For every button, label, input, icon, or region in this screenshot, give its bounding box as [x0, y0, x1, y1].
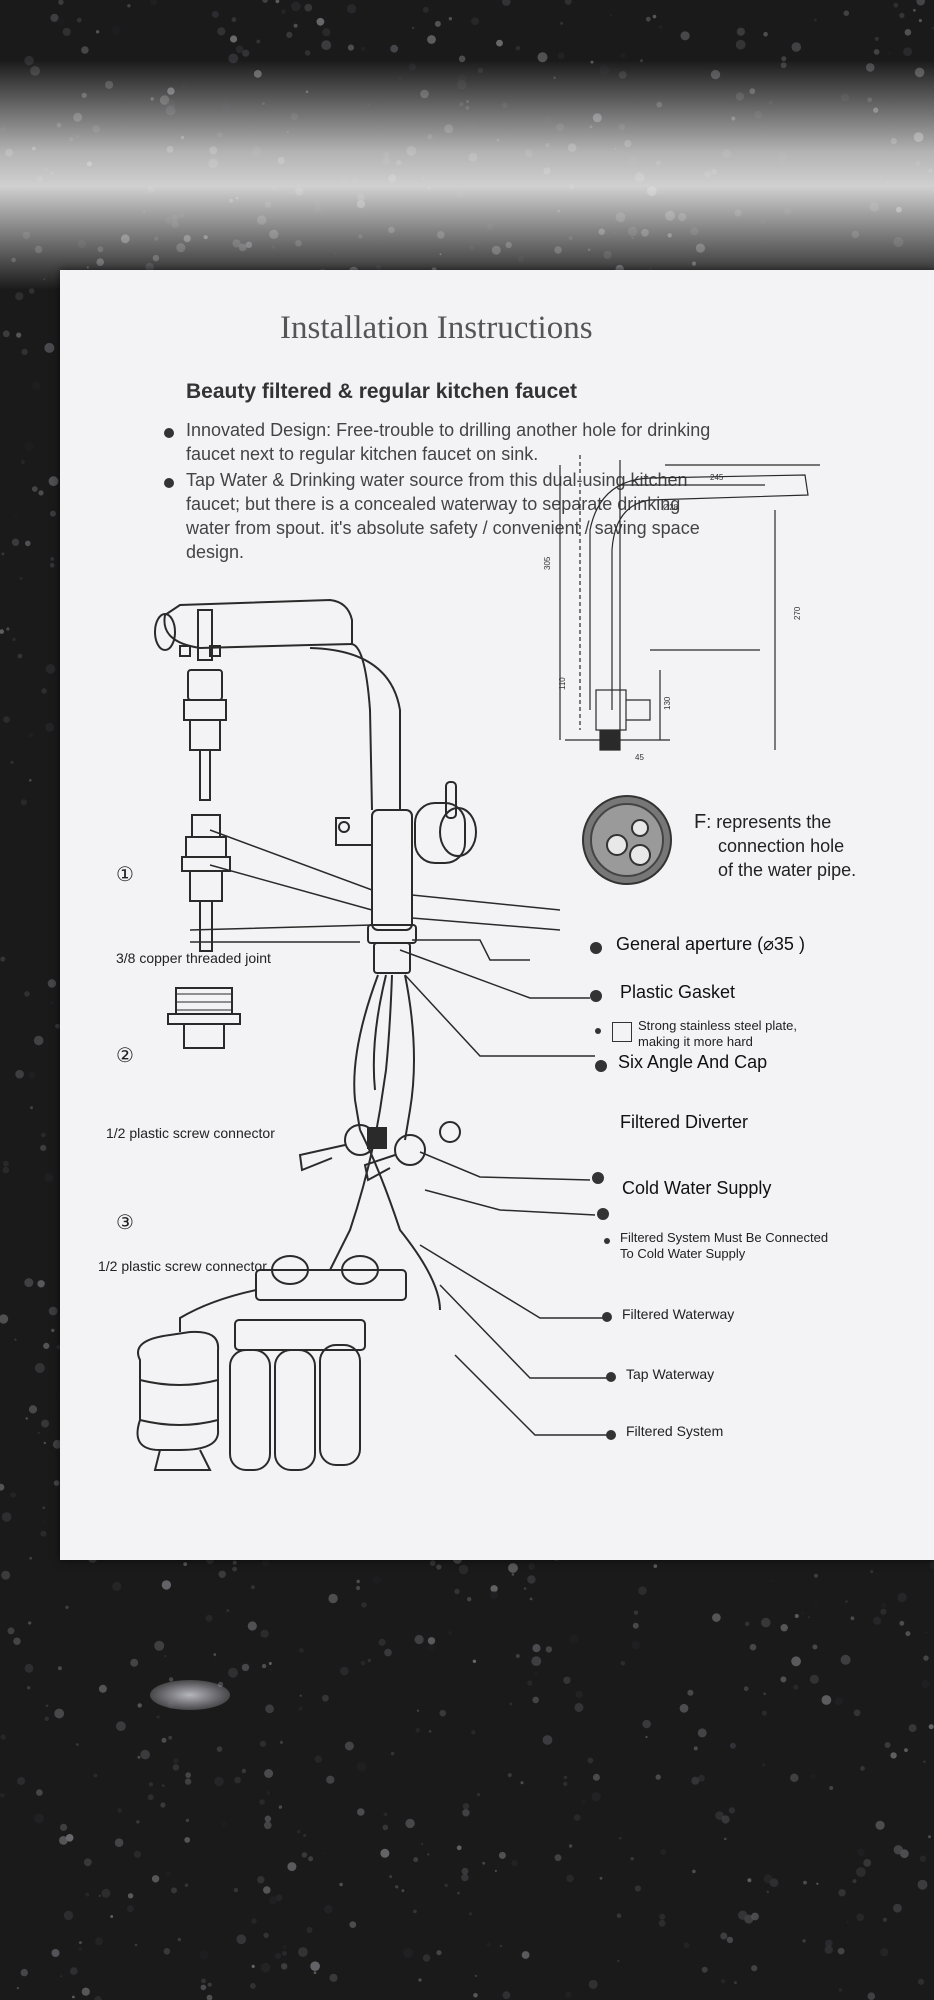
dimension-label: Ø28	[663, 503, 679, 512]
connector-2-drawing	[181, 814, 231, 952]
connector-number: ①	[116, 864, 134, 886]
bullet-item: Tap Water & Drinking water source from t…	[186, 470, 700, 562]
general-aperture-label: General aperture (⌀35 )	[616, 934, 805, 954]
connection-hole-note: F: represents the connection hole of the…	[694, 811, 857, 880]
part-dot	[604, 1238, 610, 1244]
light-glare	[0, 60, 934, 290]
product-subtitle: Beauty filtered & regular kitchen faucet	[186, 380, 577, 403]
connector-label: 1/2 plastic screw connector	[106, 1125, 275, 1141]
part-dot	[590, 942, 602, 954]
installation-diagram: 245 Ø28 305 270 110 130 45	[136, 455, 820, 1471]
connector-number: ②	[116, 1045, 134, 1067]
part-dot	[606, 1430, 616, 1440]
bullet-item: Innovated Design: Free-trouble to drilli…	[186, 420, 711, 464]
part-dot	[592, 1172, 604, 1184]
instruction-sheet: Installation Instructions Beauty filtere…	[60, 270, 934, 1560]
six-angle-label: Six Angle And Cap	[618, 1052, 768, 1072]
dimension-label: 270	[793, 606, 802, 620]
filter-system-drawing	[136, 1255, 407, 1471]
dimension-label: 130	[663, 696, 672, 710]
dimension-label: 45	[635, 753, 644, 762]
cold-water-label: Cold Water Supply	[622, 1178, 772, 1198]
connector-label: 1/2 plastic screw connector	[98, 1258, 267, 1274]
page-title: Installation Instructions	[280, 310, 593, 346]
tap-waterway-label: Tap Waterway	[626, 1366, 715, 1382]
dimension-label: 110	[558, 677, 567, 690]
part-dot	[590, 990, 602, 1002]
part-dot	[595, 1060, 607, 1072]
leader-lines	[399, 949, 608, 1436]
faucet-spout	[154, 598, 401, 811]
plastic-gasket-label: Plastic Gasket	[620, 982, 736, 1002]
bullet-dot	[164, 428, 174, 438]
dimension-label: 305	[543, 556, 552, 570]
steel-plate-note: Strong stainless steel plate, making it …	[638, 1018, 797, 1049]
part-dot	[595, 1028, 601, 1034]
part-dot	[602, 1312, 612, 1322]
cold-water-note: Filtered System Must Be Connected To Col…	[620, 1230, 829, 1261]
part-dot	[597, 1208, 609, 1220]
connection-hole-drawing	[582, 795, 672, 885]
bullet-dot	[164, 478, 174, 488]
diameter-icon: ⌀	[763, 934, 774, 954]
filtered-waterway-label: Filtered Waterway	[622, 1306, 735, 1322]
dimension-drawing	[559, 455, 820, 751]
faucet-body	[335, 781, 477, 974]
angle-valves	[298, 1121, 461, 1182]
connector-label: 3/8 copper threaded joint	[116, 950, 271, 966]
sink-outline	[189, 829, 561, 943]
filtered-diverter-label: Filtered Diverter	[620, 1112, 749, 1132]
checkbox-square-icon	[612, 1022, 632, 1042]
connector-1-drawing	[183, 609, 227, 801]
filtered-system-label: Filtered System	[626, 1423, 724, 1439]
dimension-label: 245	[710, 473, 724, 482]
connector-3-drawing	[167, 987, 241, 1049]
connector-number: ③	[116, 1212, 134, 1234]
part-dot	[606, 1372, 616, 1382]
light-reflection	[150, 1680, 230, 1710]
